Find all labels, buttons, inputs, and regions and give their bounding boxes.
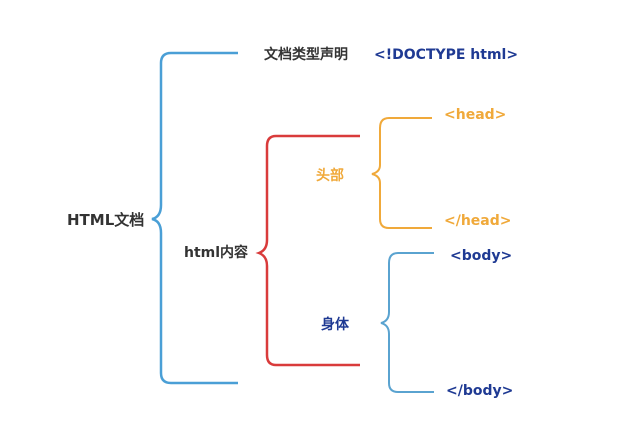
- head-open-tag: <head>: [444, 107, 506, 123]
- doctype-label: 文档类型声明: [264, 46, 348, 63]
- content-bracket: [255, 134, 360, 367]
- body-open-tag: <body>: [450, 248, 512, 264]
- body-close-tag: </body>: [446, 383, 513, 399]
- body-label: 身体: [321, 316, 350, 333]
- head-label: 头部: [316, 167, 344, 184]
- root-bracket: [151, 51, 238, 385]
- doctype-code: <!DOCTYPE html>: [374, 47, 518, 63]
- head-bracket: [371, 117, 432, 229]
- root-label: HTML文档: [67, 211, 144, 229]
- content-label: html内容: [184, 244, 248, 261]
- head-close-tag: </head>: [444, 213, 512, 229]
- body-bracket: [380, 252, 434, 393]
